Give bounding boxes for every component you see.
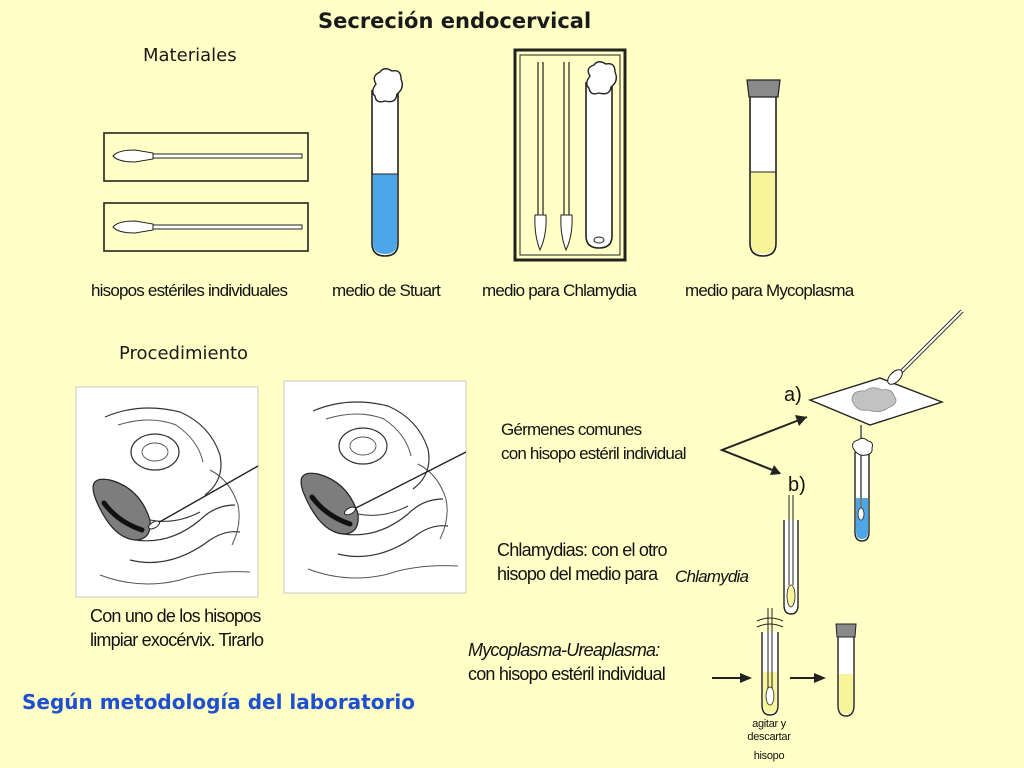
footer-note: Según metodología del laboratorio [22,690,415,714]
common-germs-text: Gérmenes comunes con hisopo estéril indi… [501,418,687,466]
slide-smear-icon [807,309,964,426]
chlamydia-line2: hisopo del medio para [497,564,658,584]
shake-line1: agitar y [752,718,786,730]
page-title: Secreción endocervical [318,9,592,33]
anatomy-illustration-1 [75,386,259,598]
swab-box-top [103,132,309,182]
swab-box-bottom [103,202,309,252]
option-a-label: a) [784,384,802,406]
shake-line3: hisopo [753,750,785,762]
chlamydia-line1: Chlamydias: con el otro [497,540,667,560]
chlamydia-procedure-text: Chlamydias: con el otro hisopo del medio… [497,538,667,586]
procedure-heading: Procedimiento [119,343,249,364]
step1-text: Con uno de los hisopos limpiar exocérvix… [90,604,264,652]
chlamydia-kit-icon [513,48,627,262]
mycoplasma-medium-label: medio para Mycoplasma [685,281,854,300]
anatomy-illustration-2 [283,380,467,594]
branch-arrows [719,415,808,475]
myco-line1: Mycoplasma-Ureaplasma: [468,640,660,660]
chlamydia-medium-label: medio para Chlamydia [482,281,637,300]
mycoplasma-tube-icon [746,79,781,257]
option-b-label: b) [788,474,806,496]
chlamydia-italic-word: Chlamydia [675,567,749,586]
stuart-tube-icon [371,68,404,257]
shake-tube-icon [756,608,784,716]
swabs-label: hisopos estériles individuales [91,281,288,300]
mycoplasma-final-tube-icon [835,623,857,717]
materials-heading: Materiales [143,45,237,66]
stuart-tube-swab-icon [852,425,873,542]
mycoplasma-procedure-text: Mycoplasma-Ureaplasma: con hisopo estéri… [468,638,666,686]
myco-line2: con hisopo estéril individual [468,664,666,684]
shake-line2: descartar [747,731,791,743]
common-line2: con hisopo estéril individual [501,444,687,463]
step1-line2: limpiar exocérvix. Tirarlo [90,630,264,650]
common-line1: Gérmenes comunes [501,420,642,439]
mycoplasma-arrows [712,673,826,683]
chlamydia-tube-swab-icon [783,495,799,615]
shake-discard-text: agitar y descartar hisopo [738,718,800,763]
step1-line1: Con uno de los hisopos [90,606,261,626]
stuart-label: medio de Stuart [332,281,441,300]
